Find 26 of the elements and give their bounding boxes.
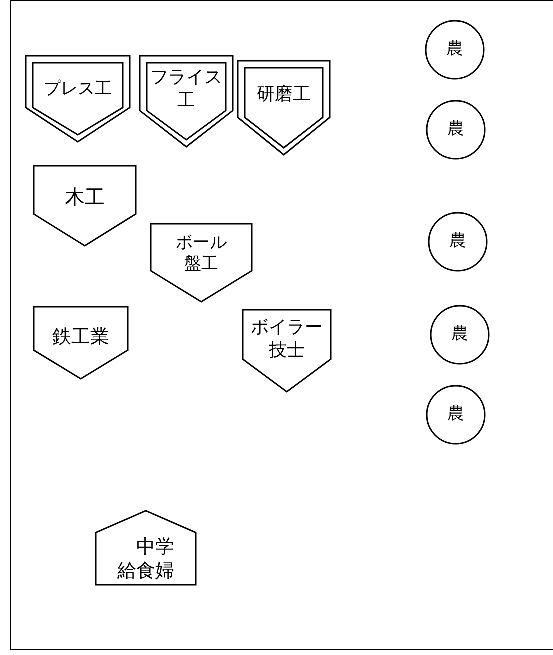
house-shape: [95, 510, 197, 586]
circle-node: [425, 20, 485, 80]
circle-node: [428, 212, 488, 272]
node-label: ボイラー技士: [251, 317, 323, 362]
node-label: 農: [446, 404, 466, 426]
pentagon-shape: [33, 165, 137, 247]
node-label: 農: [446, 119, 466, 141]
node-label: プレス工: [43, 79, 113, 100]
node-label: 農: [450, 324, 470, 346]
pentagon-shape: [237, 60, 331, 156]
pentagon-shape: [150, 223, 253, 303]
pentagon-shape: [33, 306, 129, 380]
node-label: 農: [446, 39, 464, 61]
node-label: 中学給食婦: [118, 536, 174, 584]
pentagon-shape: [139, 55, 234, 148]
node-label: 農: [448, 231, 468, 253]
node-label: 鉄工業: [52, 326, 110, 350]
circle-node: [426, 100, 486, 160]
pentagon-shape: [25, 55, 131, 143]
node-label: 研磨工: [256, 84, 312, 106]
circle-node: [426, 385, 486, 445]
node-label: 木工: [64, 185, 106, 210]
node-label: フライス工: [150, 67, 222, 112]
circle-node: [430, 305, 490, 365]
node-label: ボール盤工: [176, 233, 227, 276]
pentagon-shape: [242, 309, 332, 393]
